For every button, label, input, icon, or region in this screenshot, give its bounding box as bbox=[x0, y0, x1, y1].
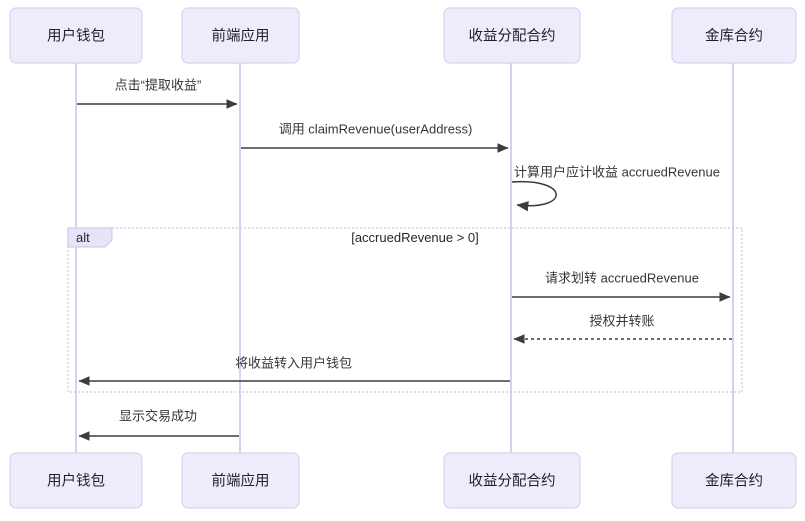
alt-fragment-condition: [accruedRevenue > 0] bbox=[351, 230, 479, 245]
message-label-2: 调用 claimRevenue(userAddress) bbox=[279, 121, 473, 136]
message-label-5: 授权并转账 bbox=[589, 313, 654, 328]
participant-label: 金库合约 bbox=[705, 27, 763, 44]
participant-box[interactable] bbox=[443, 7, 581, 64]
participant-box[interactable] bbox=[671, 7, 797, 64]
participant-revenue-bottom[interactable]: 收益分配合约 bbox=[443, 452, 581, 509]
message-label-3: 计算用户应计收益 accruedRevenue bbox=[514, 164, 720, 179]
lifelines-group bbox=[75, 63, 734, 453]
participant-label: 金库合约 bbox=[705, 472, 763, 489]
participant-label: 用户钱包 bbox=[47, 472, 105, 489]
participant-vault-top[interactable]: 金库合约 bbox=[671, 7, 797, 64]
participant-label: 前端应用 bbox=[212, 26, 270, 44]
message-label-1: 点击“提取收益” bbox=[115, 77, 202, 92]
alt-fragment-tab bbox=[67, 227, 113, 248]
participant-wallet-top[interactable]: 用户钱包 bbox=[9, 7, 143, 64]
participant-frontend-bottom[interactable]: 前端应用 bbox=[181, 452, 300, 509]
participant-box[interactable] bbox=[671, 452, 797, 509]
participant-boxes-group: 用户钱包前端应用收益分配合约金库合约用户钱包前端应用收益分配合约金库合约 bbox=[9, 7, 797, 509]
message-label-4: 请求划转 accruedRevenue bbox=[545, 270, 699, 285]
participant-label: 收益分配合约 bbox=[469, 472, 556, 489]
messages-group: 点击“提取收益” 调用 claimRevenue(userAddress) 计算用户… bbox=[77, 77, 732, 441]
message-self-loop-3 bbox=[511, 180, 557, 212]
alt-fragment-keyword: alt bbox=[76, 230, 90, 245]
participant-frontend-top[interactable]: 前端应用 bbox=[181, 7, 300, 64]
alt-fragment-frame bbox=[67, 227, 743, 393]
participant-box[interactable] bbox=[181, 452, 300, 509]
participant-box[interactable] bbox=[181, 7, 300, 64]
message-label-7: 显示交易成功 bbox=[119, 408, 197, 423]
participant-label: 收益分配合约 bbox=[469, 27, 556, 44]
participant-box[interactable] bbox=[9, 7, 143, 64]
message-label-6: 将收益转入用户钱包 bbox=[235, 355, 352, 370]
participant-revenue-top[interactable]: 收益分配合约 bbox=[443, 7, 581, 64]
participant-box[interactable] bbox=[443, 452, 581, 509]
fragments-group: alt [accruedRevenue > 0] bbox=[67, 227, 743, 393]
participant-box[interactable] bbox=[9, 452, 143, 509]
participant-vault-bottom[interactable]: 金库合约 bbox=[671, 452, 797, 509]
participant-label: 用户钱包 bbox=[47, 27, 105, 44]
participant-label: 前端应用 bbox=[212, 471, 270, 489]
participant-wallet-bottom[interactable]: 用户钱包 bbox=[9, 452, 143, 509]
